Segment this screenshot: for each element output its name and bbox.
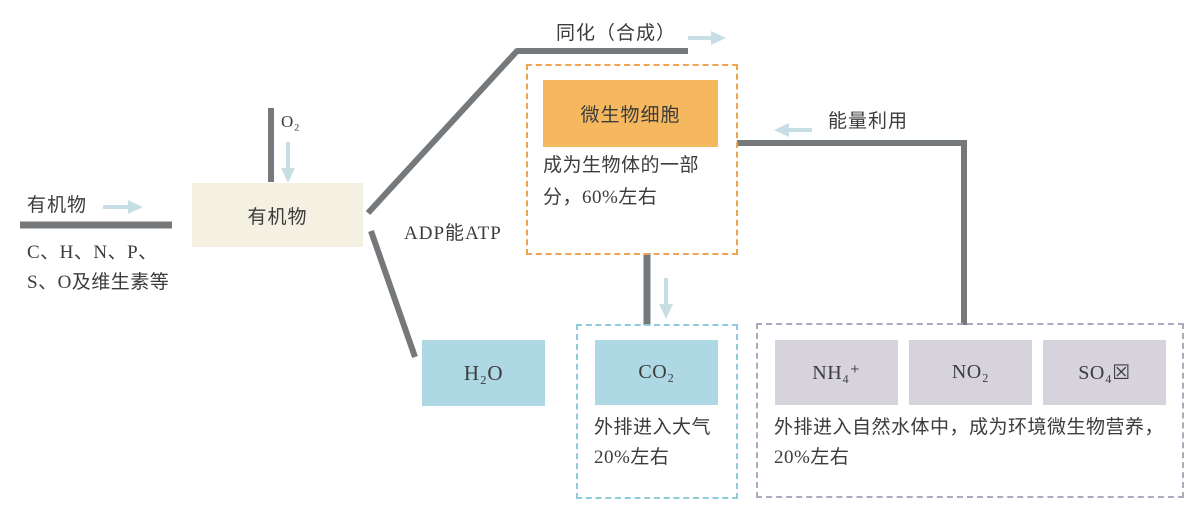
- microbial-cell-box: 微生物细胞: [543, 80, 718, 147]
- input-composition: C、H、N、P、 S、O及维生素等: [27, 238, 169, 298]
- input-composition-line1: C、H、N、P、: [27, 242, 158, 263]
- arrow-assimilation-right-head-icon: [711, 31, 726, 45]
- arrow-group: [103, 31, 812, 319]
- o2-label: O₂: [281, 112, 301, 131]
- input-composition-line2: S、O及维生素等: [27, 272, 170, 293]
- organic-matter-box: 有机物: [192, 183, 363, 247]
- effluent-note-line2: 20%左右: [774, 447, 850, 468]
- energy-use-label: 能量利用: [828, 111, 909, 132]
- microbial-cell-container: [526, 64, 738, 255]
- no2-box: NO₂: [909, 340, 1032, 405]
- effluent-container: [756, 323, 1184, 498]
- no2-box-label: NO₂: [951, 361, 990, 383]
- co2-box: CO₂: [595, 340, 718, 405]
- microbial-cell-box-label: 微生物细胞: [580, 105, 681, 126]
- assimilation-label: 同化（合成）: [556, 23, 677, 44]
- adp-atp-label: ADP能ATP: [404, 223, 502, 244]
- input-label: 有机物: [27, 195, 88, 216]
- flow-line-energy: [737, 140, 967, 325]
- microbial-cell-note-line2: 分，60%左右: [543, 187, 658, 208]
- co2-container: [576, 324, 738, 499]
- effluent-note-line1: 外排进入自然水体中，成为环境微生物营养，: [774, 417, 1165, 438]
- h2o-box: H₂O: [422, 340, 545, 406]
- organic-matter-box-label: 有机物: [247, 206, 308, 228]
- co2-note-line2: 20%左右: [594, 447, 670, 468]
- flow-line-assimilation: [365, 48, 688, 216]
- microbial-cell-note-line1: 成为生物体的一部: [543, 155, 700, 176]
- arrow-input-right-head-icon: [128, 200, 143, 214]
- microbial-cell-note: 成为生物体的一部 分，60%左右: [543, 150, 699, 214]
- arrow-o2-down-head-icon: [281, 168, 295, 183]
- co2-note: 外排进入大气 20%左右: [594, 413, 711, 473]
- co2-note-line1: 外排进入大气: [594, 417, 712, 438]
- so4-box: SO₄☒: [1043, 340, 1166, 405]
- so4-box-label: SO₄☒: [1078, 362, 1131, 384]
- arrow-energy-left-head-icon: [774, 123, 789, 137]
- nh4-box-label: NH₄⁺: [812, 362, 861, 384]
- flow-line-to-h2o: [368, 230, 418, 358]
- arrow-co2-down-head-icon: [659, 304, 673, 319]
- effluent-note: 外排进入自然水体中，成为环境微生物营养， 20%左右: [774, 413, 1164, 473]
- co2-box-label: CO₂: [638, 361, 675, 383]
- nh4-box: NH₄⁺: [775, 340, 898, 405]
- h2o-box-label: H₂O: [463, 360, 504, 385]
